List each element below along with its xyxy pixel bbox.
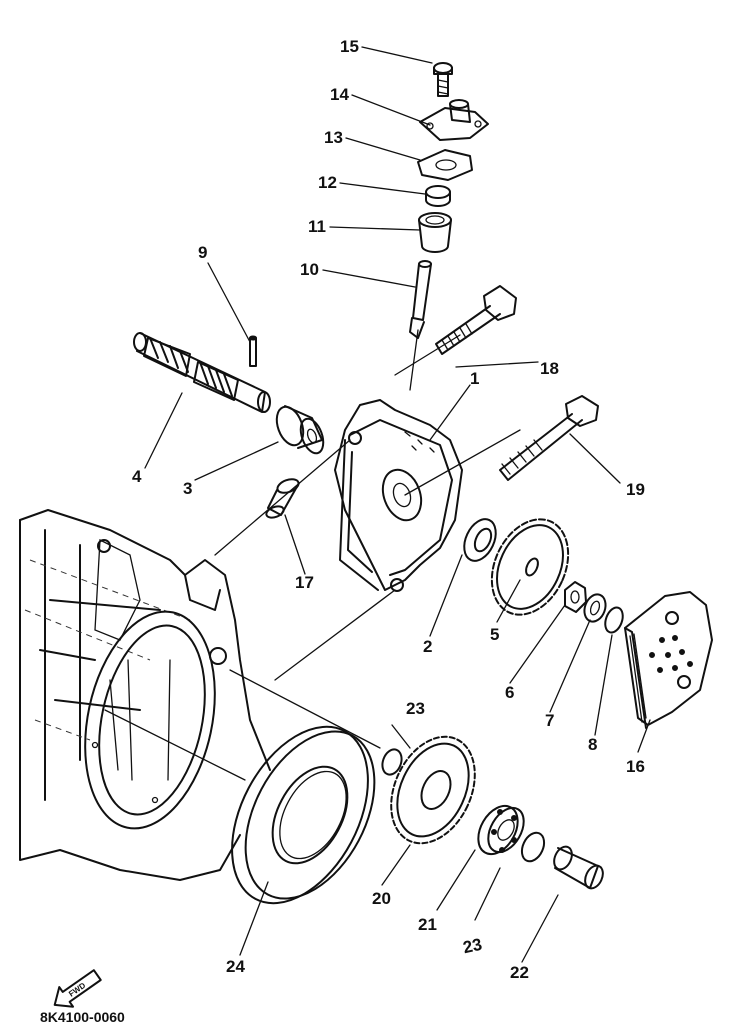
part-23-circlip-icon-a	[381, 748, 403, 776]
label-part-11: 11	[308, 217, 326, 236]
label-part-14: 14	[330, 85, 349, 104]
part-6-nut-icon	[564, 581, 587, 613]
part-labels: 15 14 13 12 11 10 9 18 1 4 3 19 17 2 5 6…	[132, 37, 645, 982]
part-2-washer-icon	[463, 518, 497, 562]
part-4-worm-shaft-icon	[133, 332, 271, 413]
label-part-12: 12	[318, 173, 337, 192]
part-10-shaft-icon	[409, 260, 432, 339]
label-part-19: 19	[626, 480, 645, 499]
label-part-4: 4	[132, 467, 142, 486]
part-19-bolt-icon	[499, 395, 599, 481]
label-part-10: 10	[300, 260, 319, 279]
part-5-sprocket-icon	[490, 518, 570, 616]
label-part-3: 3	[183, 479, 192, 498]
part-13-gasket-icon	[417, 149, 473, 181]
part-9-pin-icon	[249, 335, 257, 367]
part-1-pump-housing-icon	[334, 399, 463, 592]
label-part-6: 6	[505, 683, 514, 702]
label-part-16: 16	[626, 757, 645, 776]
part-16-cover-plate-icon	[624, 591, 713, 729]
label-part-18: 18	[540, 359, 559, 378]
part-17-dowel-pin-icon	[265, 478, 300, 519]
label-part-13: 13	[324, 128, 343, 147]
part-24-oil-seal-icon	[231, 725, 376, 905]
label-part-15: 15	[340, 37, 359, 56]
part-8-lock-washer-icon	[604, 606, 624, 634]
label-part-23a: 23	[406, 699, 425, 718]
part-12-oil-seal-icon	[425, 185, 451, 207]
label-part-1: 1	[470, 369, 479, 388]
crankcase-outline	[19, 509, 271, 881]
label-part-24: 24	[226, 957, 245, 976]
part-18-bolt-icon	[435, 285, 517, 355]
part-3-bushing-icon	[275, 405, 325, 455]
part-15-screw-icon	[433, 62, 453, 97]
part-22-collar-icon	[553, 845, 604, 890]
label-part-20: 20	[372, 889, 391, 908]
label-part-21: 21	[418, 915, 437, 934]
part-23-circlip-icon-b	[520, 831, 546, 863]
label-part-5: 5	[490, 625, 499, 644]
label-part-2: 2	[423, 637, 432, 656]
label-part-8: 8	[588, 735, 597, 754]
drawing-code: 8K4100-0060	[40, 1009, 125, 1025]
part-11-sleeve-icon	[418, 212, 452, 253]
label-part-22: 22	[510, 963, 529, 982]
label-part-9: 9	[198, 243, 207, 262]
part-14-flange-cover-icon	[419, 99, 489, 141]
label-part-7: 7	[545, 711, 554, 730]
leader-lines	[104, 46, 651, 963]
part-7-washer-icon	[583, 593, 607, 623]
part-20-gear-icon	[390, 735, 476, 845]
part-21-bearing-icon	[477, 804, 525, 856]
forward-arrow-icon: FWD	[53, 969, 102, 1008]
label-part-23b: 23	[461, 935, 483, 958]
label-part-17: 17	[295, 573, 314, 592]
